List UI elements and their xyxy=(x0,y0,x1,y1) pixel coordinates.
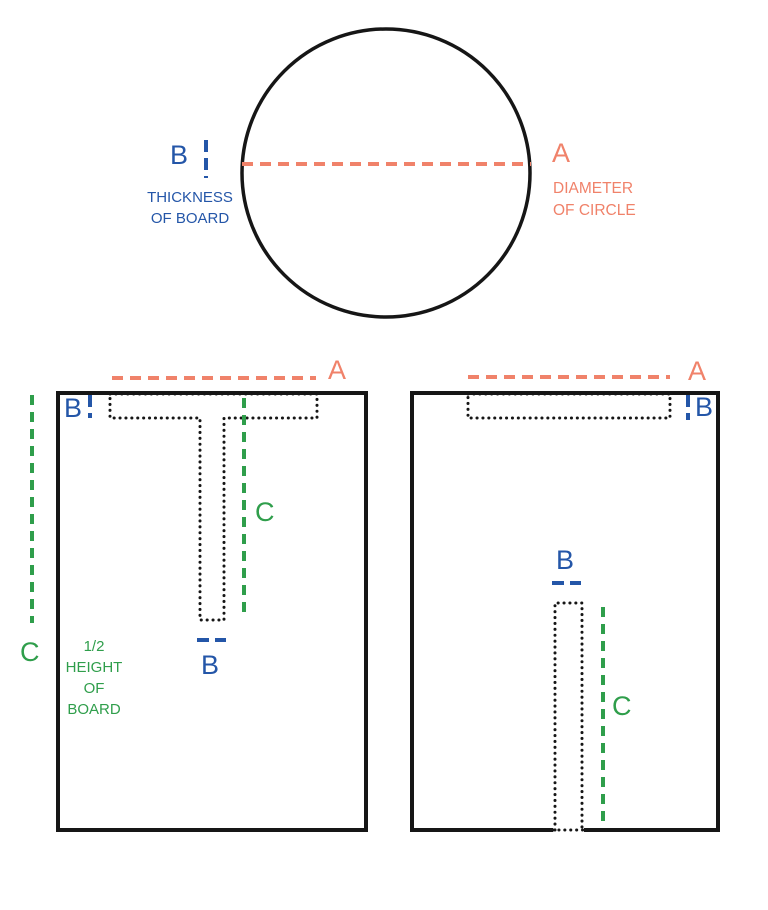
half-height-caption: 1/2 HEIGHT OF BOARD xyxy=(49,636,139,720)
right-board-notch-dotted xyxy=(466,392,672,420)
label-c-right-board: C xyxy=(612,691,632,721)
right-board-slot-dotted xyxy=(551,601,586,832)
label-c-left-board-inner: C xyxy=(255,497,275,527)
label-c-left-board-outer: C xyxy=(20,637,40,667)
label-a-right-board: A xyxy=(688,356,707,386)
caption-line: OF BOARD xyxy=(150,210,230,227)
caption-line: OF CIRCLE xyxy=(553,202,636,219)
label-a-left-board: A xyxy=(328,355,347,385)
circle-board-outline xyxy=(240,27,532,319)
label-b-right-board-top: B xyxy=(695,392,714,422)
thickness-caption: THICKNESS OF BOARD xyxy=(138,187,242,229)
label-b-circle: B xyxy=(170,140,189,170)
caption-line: HEIGHT xyxy=(65,659,123,676)
left-board-notch-and-slot-dotted xyxy=(108,392,319,622)
right-board-outline xyxy=(410,391,720,832)
diameter-caption: DIAMETER OF CIRCLE xyxy=(553,178,636,222)
caption-line: OF xyxy=(83,680,105,697)
label-b-left-board-top: B xyxy=(64,393,83,423)
caption-line: DIAMETER xyxy=(553,180,634,197)
caption-line: 1/2 xyxy=(83,638,105,655)
label-a-circle: A xyxy=(552,138,571,168)
label-b-left-board-slot: B xyxy=(201,650,220,680)
label-b-right-board-slot: B xyxy=(556,545,575,575)
caption-line: BOARD xyxy=(67,701,121,718)
left-board-outline xyxy=(56,391,368,832)
caption-line: THICKNESS xyxy=(147,189,233,206)
